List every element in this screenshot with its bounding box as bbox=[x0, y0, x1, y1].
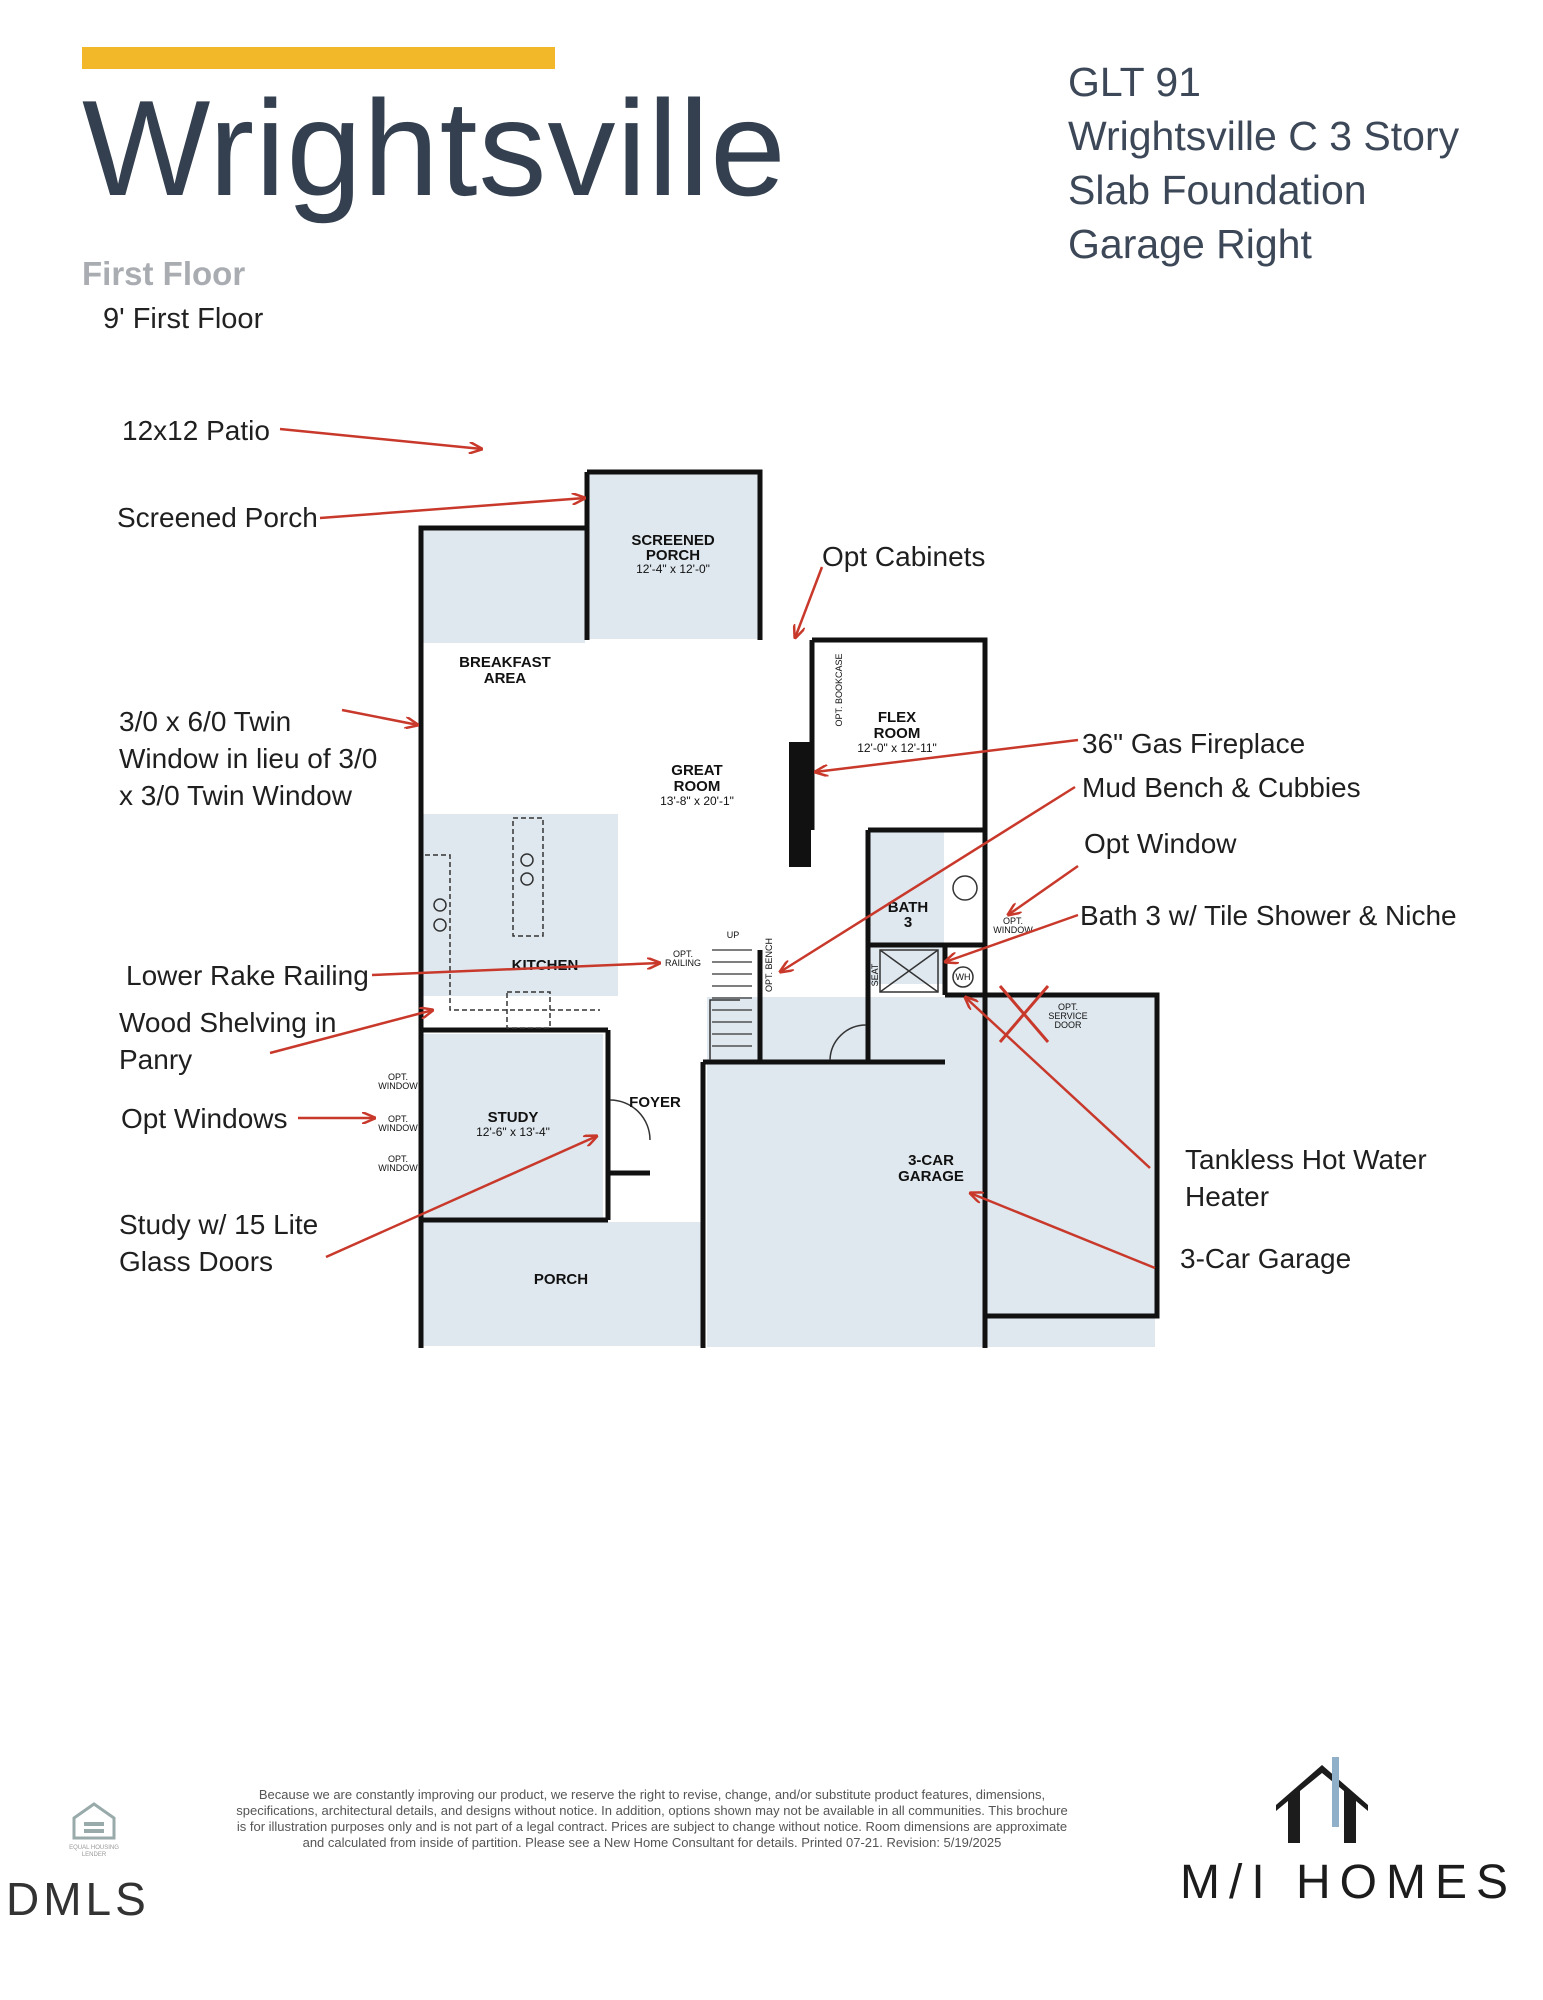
label-bath3-2: 3 bbox=[904, 914, 912, 931]
label-screened-porch: SCREENED bbox=[631, 532, 715, 549]
callout-opt-window: Opt Window bbox=[1084, 828, 1237, 859]
label-breakfast-2: AREA bbox=[484, 670, 527, 687]
label-kitchen: KITCHEN bbox=[512, 957, 579, 974]
callout-twin-window-line2: Window in lieu of 3/0 bbox=[119, 743, 378, 774]
opt-service-door-cross bbox=[998, 985, 1050, 1043]
callout-tankless-line2: Heater bbox=[1185, 1181, 1270, 1212]
label-opt-window-study-2: OPT. bbox=[388, 1114, 408, 1124]
callout-tankless-line1: Tankless Hot Water bbox=[1185, 1144, 1427, 1175]
label-porch: PORCH bbox=[534, 1271, 588, 1288]
label-study: STUDY bbox=[488, 1109, 539, 1126]
callout-arrows bbox=[269, 427, 1156, 1270]
plan-info: GLT 91 Wrightsville C 3 Story Slab Found… bbox=[1068, 55, 1459, 271]
label-foyer: FOYER bbox=[629, 1094, 681, 1111]
label-opt-service-door: OPT. bbox=[1058, 1002, 1078, 1012]
equal-housing-logo: EQUAL HOUSING LENDER bbox=[68, 1800, 120, 1859]
label-flex-room: FLEX bbox=[878, 709, 916, 726]
label-opt-window-bath-2: WINDOW bbox=[993, 925, 1033, 935]
callout-study-doors: Study w/ 15 Lite Glass Doors bbox=[119, 1206, 318, 1280]
label-bath3: BATH bbox=[888, 899, 929, 916]
callout-gas-fireplace: 36" Gas Fireplace bbox=[1082, 728, 1306, 759]
info-model: Wrightsville C 3 Story bbox=[1068, 113, 1460, 159]
label-opt-bookcase: OPT. BOOKCASE bbox=[834, 653, 844, 726]
label-great-room-2: ROOM bbox=[674, 778, 721, 795]
accent-bar bbox=[82, 47, 555, 69]
callout-bath3: Bath 3 w/ Tile Shower & Niche bbox=[1080, 900, 1457, 931]
label-opt-bench: OPT. BENCH bbox=[764, 938, 774, 992]
house-icon bbox=[72, 1802, 116, 1840]
label-opt-window-study-3: OPT. bbox=[388, 1154, 408, 1164]
callout-study-doors-line2: Glass Doors bbox=[119, 1246, 274, 1277]
label-flex-room-2: ROOM bbox=[874, 725, 921, 742]
ceiling-note: 9' First Floor bbox=[103, 303, 264, 335]
fixtures bbox=[433, 853, 978, 1141]
label-opt-window-study-1: OPT. bbox=[388, 1072, 408, 1082]
label-opt-window-study-3b: WINDOW bbox=[378, 1163, 418, 1173]
callout-opt-windows: Opt Windows bbox=[121, 1103, 288, 1134]
page-title: Wrightsville bbox=[82, 72, 787, 224]
dims-study: 12'-6" x 13'-4" bbox=[476, 1125, 550, 1139]
label-great-room: GREAT bbox=[671, 762, 722, 779]
dims-great-room: 13'-8" x 20'-1" bbox=[660, 794, 734, 808]
label-opt-railing: OPT. bbox=[673, 949, 693, 959]
floor-subtitle: First Floor bbox=[82, 255, 246, 292]
info-lot: GLT 91 bbox=[1068, 59, 1201, 105]
label-breakfast: BREAKFAST bbox=[459, 654, 551, 671]
callout-twin-window: 3/0 x 6/0 Twin Window in lieu of 3/0 x 3… bbox=[119, 703, 377, 814]
label-seat: SEAT bbox=[870, 963, 880, 986]
walls bbox=[418, 469, 1160, 1348]
stairs bbox=[712, 949, 752, 1047]
callout-wood-shelving: Wood Shelving in Panry bbox=[119, 1004, 336, 1078]
label-opt-window-study-2b: WINDOW bbox=[378, 1123, 418, 1133]
label-opt-railing-2: RAILING bbox=[665, 958, 701, 968]
mi-homes-house-icon bbox=[1276, 1757, 1368, 1843]
fireplace bbox=[789, 742, 811, 867]
callout-wood-shelving-line1: Wood Shelving in bbox=[119, 1007, 337, 1038]
disclaimer: Because we are constantly improving our … bbox=[236, 1787, 1068, 1850]
callout-lower-rake: Lower Rake Railing bbox=[126, 960, 369, 991]
ehl-line1: EQUAL HOUSING bbox=[69, 1845, 119, 1851]
callout-twin-window-line1: 3/0 x 6/0 Twin bbox=[119, 706, 292, 737]
dmls-watermark: DMLS bbox=[6, 1873, 150, 1925]
dims-flex-room: 12'-0" x 12'-11" bbox=[857, 741, 937, 755]
label-garage: 3-CAR bbox=[908, 1152, 954, 1169]
ehl-line2: LENDER bbox=[81, 1852, 107, 1858]
label-opt-service-door-3: DOOR bbox=[1055, 1020, 1083, 1030]
label-opt-window-study-1b: WINDOW bbox=[378, 1081, 418, 1091]
info-garage: Garage Right bbox=[1068, 221, 1312, 267]
dims-screened-porch: 12'-4" x 12'-0" bbox=[636, 562, 710, 576]
counters bbox=[425, 817, 600, 1029]
label-up: UP bbox=[727, 930, 740, 940]
room-fills bbox=[421, 472, 1155, 1347]
callout-tankless: Tankless Hot Water Heater bbox=[1185, 1141, 1427, 1215]
callout-mud-bench: Mud Bench & Cubbies bbox=[1082, 772, 1361, 803]
label-wh: WH bbox=[956, 972, 971, 982]
callout-opt-cabinets: Opt Cabinets bbox=[822, 541, 986, 572]
brand-name: M/I HOMES bbox=[1180, 1856, 1518, 1909]
callout-screened-porch: Screened Porch bbox=[117, 502, 318, 533]
callout-twin-window-line3: x 3/0 Twin Window bbox=[119, 780, 352, 811]
callout-study-doors-line1: Study w/ 15 Lite bbox=[119, 1209, 319, 1240]
label-opt-window-bath: OPT. bbox=[1003, 916, 1023, 926]
callout-patio: 12x12 Patio bbox=[122, 415, 270, 446]
label-garage-2: GARAGE bbox=[898, 1168, 964, 1185]
info-foundation: Slab Foundation bbox=[1068, 167, 1367, 213]
callout-wood-shelving-line2: Panry bbox=[119, 1044, 193, 1075]
label-screened-porch-2: PORCH bbox=[646, 547, 700, 564]
callout-garage: 3-Car Garage bbox=[1180, 1243, 1352, 1274]
label-opt-service-door-2: SERVICE bbox=[1048, 1011, 1087, 1021]
